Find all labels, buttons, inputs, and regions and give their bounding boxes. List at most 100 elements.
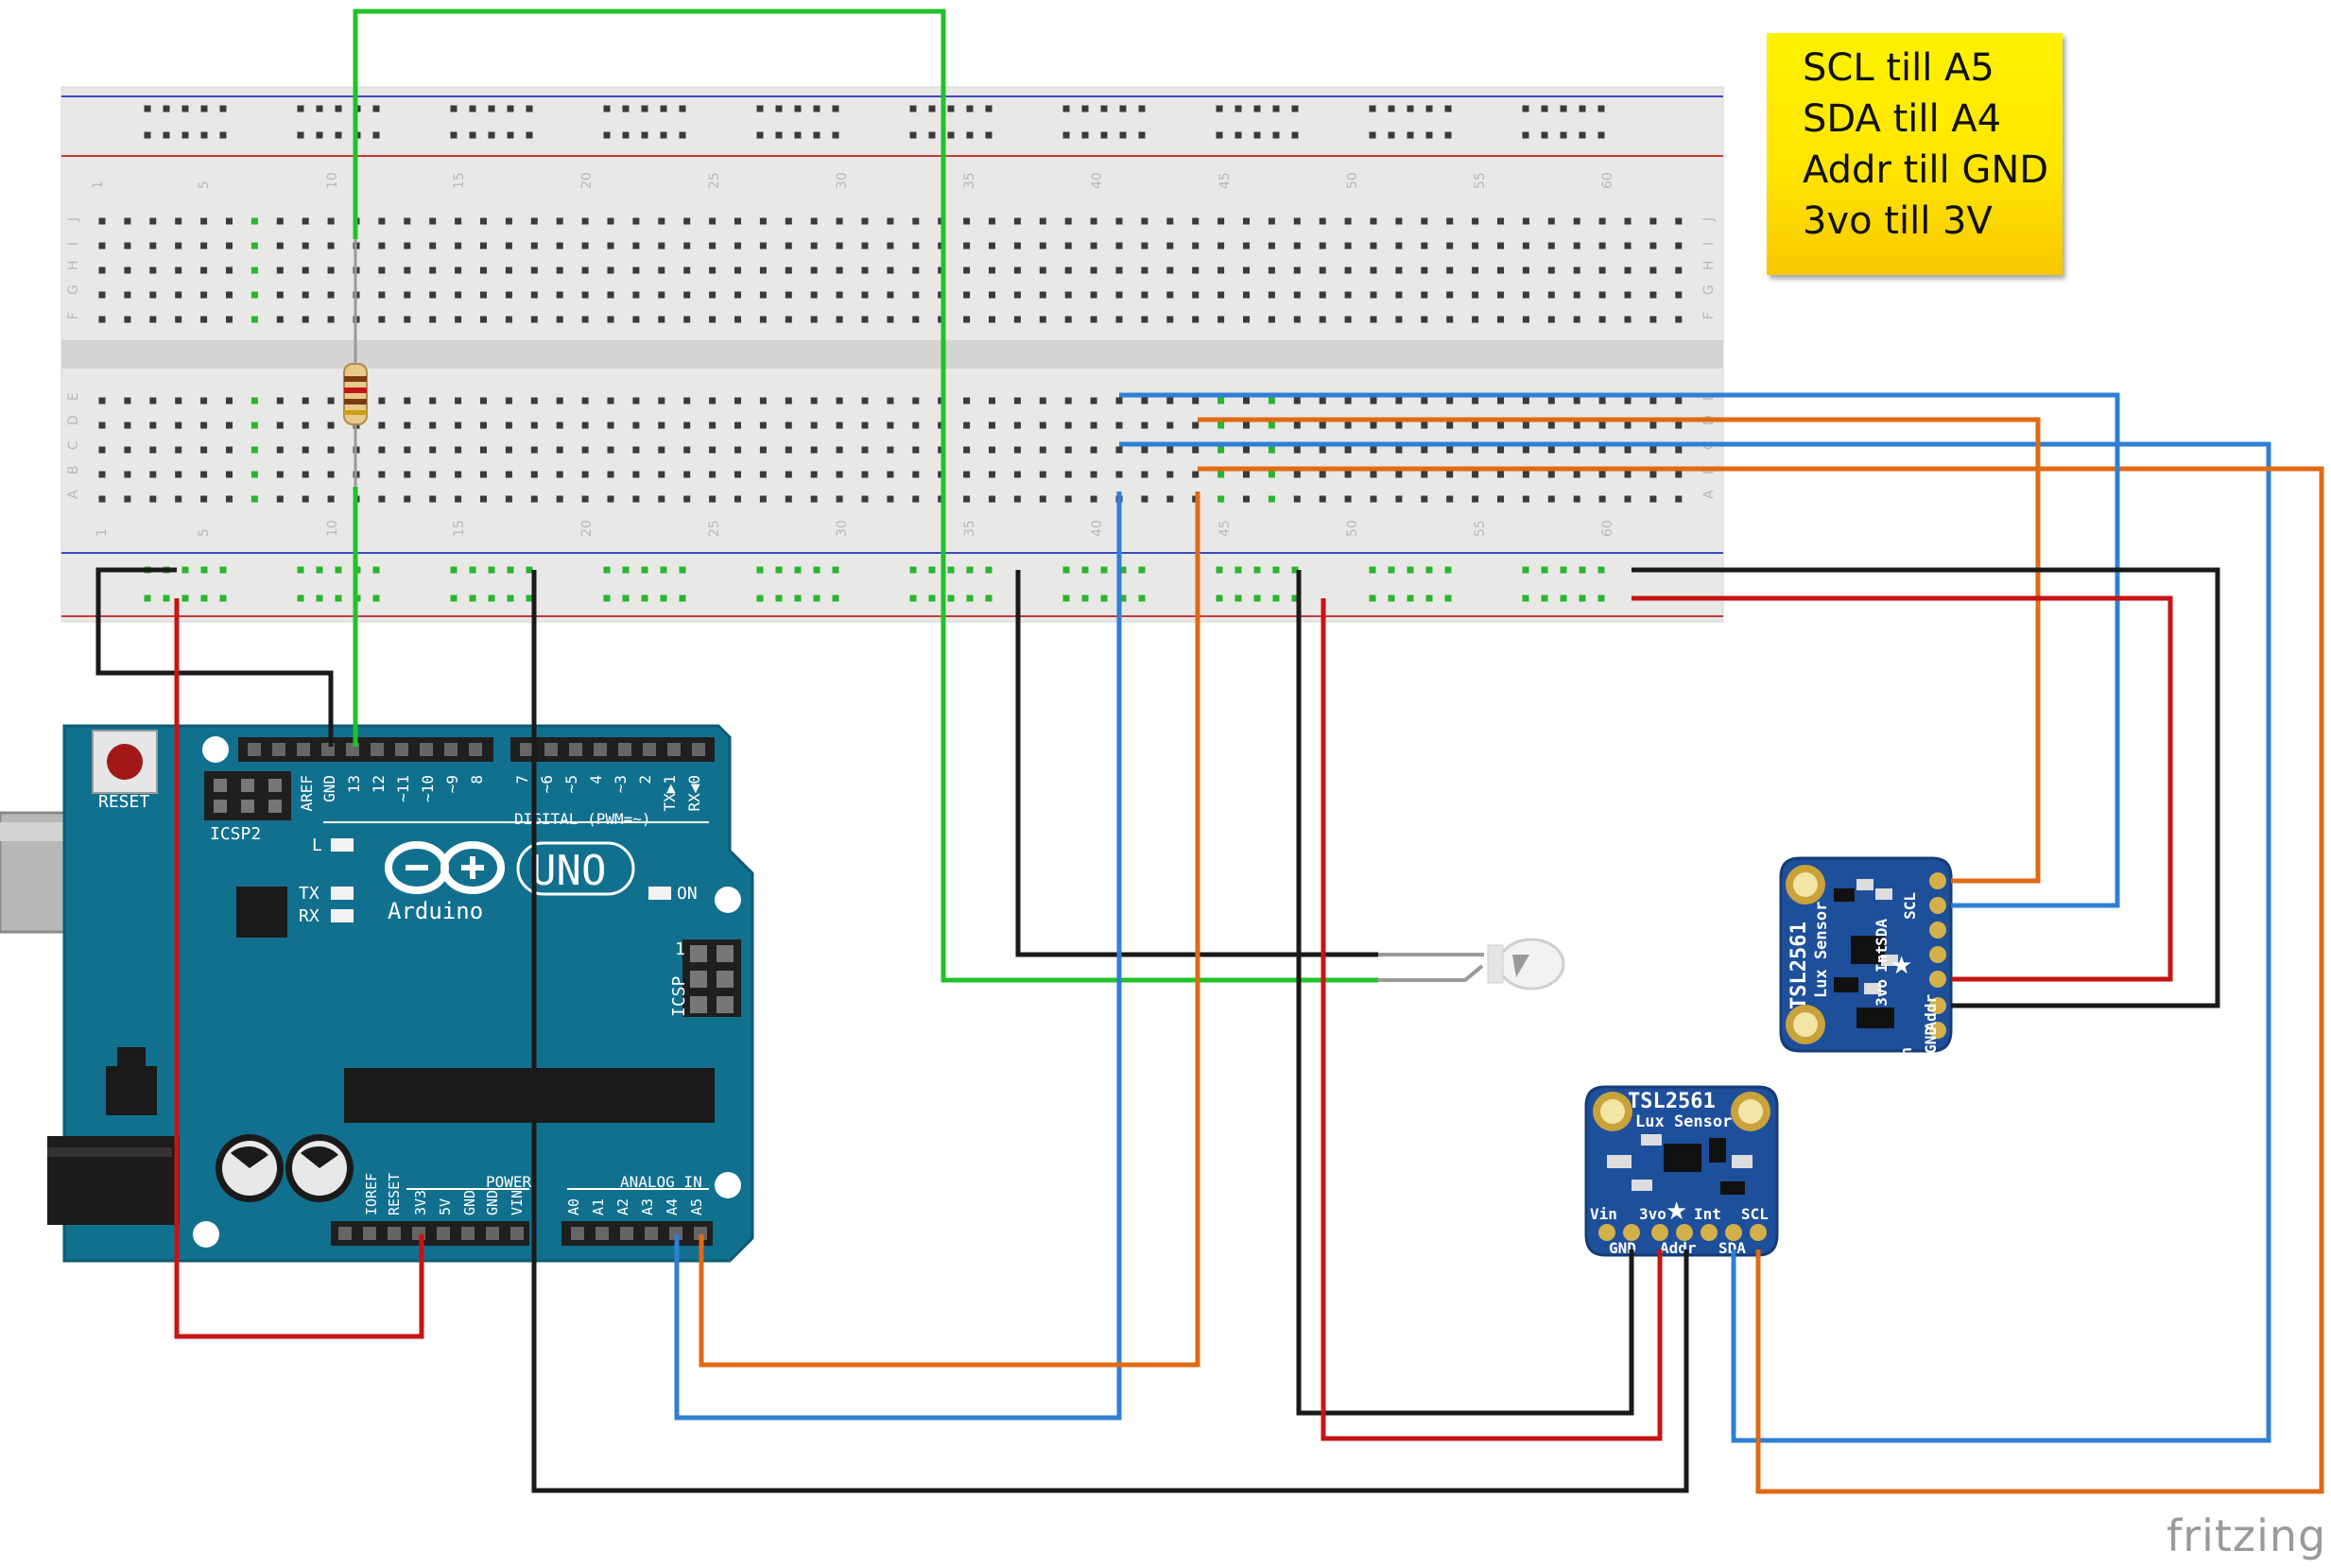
breadboard-hole [404,267,411,274]
sensor2-title: TSL2561 [1628,1090,1716,1113]
rail-hole [297,105,304,112]
breadboard-hole [963,217,971,225]
pentagram-star: ★ [1666,1198,1687,1226]
pin-label: GND [320,775,338,802]
socket [594,743,607,756]
breadboard-hole [1039,267,1046,274]
breadboard-hole [505,397,512,405]
breadboard-hole [1675,217,1683,225]
breadboard-hole [1624,446,1632,454]
pin-label: Int [1694,1205,1721,1223]
breadboard-hole [302,446,309,454]
breadboard-hole [1395,242,1403,250]
breadboard-hole [327,471,335,478]
socket [643,743,656,756]
breadboard-hole [836,422,843,429]
breadboard-hole [1166,267,1174,274]
breadboard-hole [632,316,640,323]
wire-black-bottom [531,570,1689,1493]
breadboard-hole [734,217,741,225]
breadboard-hole [836,217,843,225]
breadboard-hole [1547,217,1555,225]
pin-label: GND [1922,1026,1940,1054]
socket [248,743,261,756]
breadboard-hole [836,397,843,405]
breadboard-hole [581,291,589,299]
breadboard-hole [1293,446,1301,454]
rail-hole [1541,131,1548,139]
breadboard-hole [175,422,182,429]
breadboard-hole [1039,217,1046,225]
breadboard-hole [759,446,767,454]
pin-label: AREF [298,775,316,812]
breadboard-hole [530,397,538,405]
breadboard-hole [632,242,640,250]
breadboard-hole [759,471,767,478]
breadboard-hole [250,446,258,454]
rail-hole [1444,594,1452,602]
wire-orange-sensor2-scl [1198,466,2324,1494]
breadboard-hole [963,242,971,250]
note-line: 3vo till 3V [1803,199,1993,243]
breadboard-hole [683,422,691,429]
rail-hole [947,566,955,574]
breadboard-hole [175,242,182,250]
rail-hole [1062,594,1070,602]
rail-hole [909,594,917,602]
pad [1598,1224,1615,1241]
socket [645,1227,658,1240]
breadboard-hole [404,471,411,478]
uno-badge: UNO [516,841,635,896]
breadboard-hole [1598,291,1606,299]
rail-hole [1253,105,1261,112]
breadboard-hole [1472,316,1479,323]
rail-hole [335,105,342,112]
breadboard-hole [836,267,843,274]
breadboard-hole [734,316,741,323]
rail-hole [756,566,764,574]
rail-hole [219,105,227,112]
breadboard-hole [1217,217,1225,225]
breadboard-hole [658,422,665,429]
breadboard-hole [1624,495,1632,503]
breadboard-hole [1319,495,1326,503]
rail-hole [1272,594,1280,602]
rail-hole [200,566,208,574]
breadboard-hole [1166,495,1174,503]
pin-label: Vin [1590,1205,1617,1223]
breadboard-hole [1573,397,1580,405]
rail-hole [909,105,917,112]
breadboard-hole [480,242,487,250]
breadboard-hole [1166,316,1174,323]
breadboard-hole [378,446,386,454]
rail-hole [1444,105,1452,112]
digital-header-right [510,737,715,762]
breadboard-hole [1370,495,1377,503]
breadboard-hole [1472,397,1479,405]
rail-hole [1541,105,1548,112]
breadboard-hole [1421,291,1428,299]
rail-hole [450,131,458,139]
pin-label: ~6 [538,775,556,793]
breadboard-hole [1268,495,1275,503]
breadboard-hole [1522,291,1529,299]
breadboard-hole [607,291,614,299]
breadboard-hole [861,495,869,503]
breadboard-hole [1598,471,1606,478]
rail-hole [450,594,458,602]
breadboard-hole [1624,316,1632,323]
breadboard-hole [175,495,182,503]
breadboard-hole [226,446,233,454]
rail-hole [1272,105,1280,112]
breadboard-hole [1472,242,1479,250]
rail-hole [1119,131,1127,139]
wire-blue-sensor2-sda [1119,441,2271,1443]
rail-hole [794,105,802,112]
rail-hole [181,131,189,139]
breadboard-hole [1166,422,1174,429]
breadboard-hole [1675,291,1683,299]
breadboard-hole [378,267,386,274]
rail-hole [1369,105,1376,112]
breadboard-hole [810,495,818,503]
breadboard-hole [1446,242,1454,250]
